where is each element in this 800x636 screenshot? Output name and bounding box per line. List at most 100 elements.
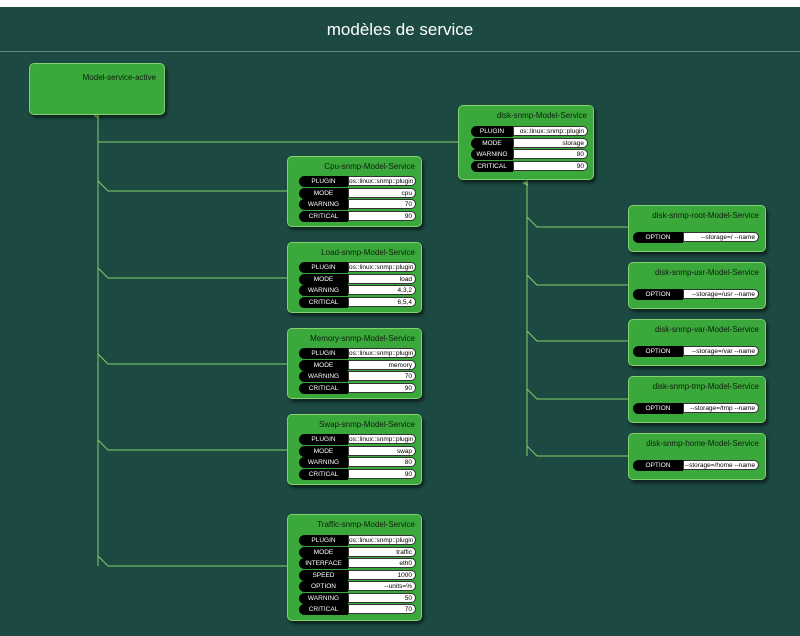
disk-usr-model-title: disk-snmp-usr-Model-Service bbox=[654, 268, 759, 277]
prop-row: OPTION--storage=/home --name bbox=[633, 460, 759, 472]
disk-usr-model-node[interactable]: disk-snmp-usr-Model-Service OPTION--stor… bbox=[628, 262, 766, 309]
connector-var-disk bbox=[526, 330, 628, 342]
prop-key: WARNING bbox=[471, 149, 513, 160]
traffic-model-title: Traffic-snmp-Model-Service bbox=[317, 520, 415, 529]
connector-cpu-to-root bbox=[97, 180, 287, 192]
prop-key: WARNING bbox=[299, 371, 348, 382]
prop-key: MODE bbox=[299, 445, 348, 457]
prop-row: OPTION--storage=/ --name bbox=[633, 232, 759, 244]
prop-value: --storage=/tmp --name bbox=[683, 403, 759, 413]
prop-value: os::linux::snmp::plugin bbox=[348, 434, 416, 444]
connector-traffic-to-root bbox=[97, 555, 287, 567]
prop-value: os::linux::snmp::plugin bbox=[513, 126, 588, 136]
prop-value: --storage=/usr --name bbox=[683, 289, 759, 299]
prop-key: CRITICAL bbox=[299, 382, 348, 394]
disk-root-props: OPTION--storage=/ --name bbox=[633, 232, 759, 244]
prop-value: memory bbox=[348, 359, 416, 370]
prop-value: swap bbox=[348, 445, 416, 456]
prop-key: CRITICAL bbox=[299, 468, 348, 480]
prop-key: WARNING bbox=[299, 199, 348, 210]
prop-row: OPTION--storage=/usr --name bbox=[633, 289, 759, 301]
connector-load-to-root bbox=[97, 267, 287, 279]
disk-home-model-node[interactable]: disk-snmp-home-Model-Service OPTION--sto… bbox=[628, 433, 766, 480]
prop-row: OPTION--storage=/var --name bbox=[633, 346, 759, 358]
prop-key: INTERFACE bbox=[299, 558, 348, 569]
memory-model-title: Memory-snmp-Model-Service bbox=[310, 334, 415, 343]
prop-key: PLUGIN bbox=[299, 262, 348, 273]
prop-key: MODE bbox=[471, 137, 513, 149]
prop-key: OPTION bbox=[633, 232, 683, 243]
prop-value: --storage=/var --name bbox=[683, 346, 759, 356]
disk-tmp-props: OPTION--storage=/tmp --name bbox=[633, 403, 759, 415]
disk-var-model-node[interactable]: disk-snmp-var-Model-Service OPTION--stor… bbox=[628, 319, 766, 366]
prop-key: CRITICAL bbox=[299, 604, 348, 615]
prop-value: 90 bbox=[348, 468, 416, 479]
prop-value: 80 bbox=[513, 149, 588, 159]
prop-value: os::linux::snmp::plugin bbox=[348, 262, 416, 272]
prop-key: CRITICAL bbox=[299, 296, 348, 308]
prop-value: storage bbox=[513, 137, 588, 148]
load-model-title: Load-snmp-Model-Service bbox=[321, 248, 415, 257]
prop-key: OPTION bbox=[633, 403, 683, 414]
root-model-node[interactable]: Model-service-active bbox=[29, 63, 165, 115]
prop-value: 6,5,4 bbox=[348, 296, 416, 307]
connector-home-disk bbox=[526, 445, 628, 457]
window-top-bar bbox=[0, 0, 800, 7]
swap-model-title: Swap-snmp-Model-Service bbox=[318, 420, 415, 429]
prop-key: CRITICAL bbox=[471, 160, 513, 172]
prop-key: CRITICAL bbox=[299, 210, 348, 222]
prop-key: SPEED bbox=[299, 569, 348, 581]
prop-value: 50 bbox=[348, 592, 416, 603]
prop-key: OPTION bbox=[299, 581, 348, 592]
prop-value: 90 bbox=[348, 210, 416, 221]
disk-model-title: disk-snmp-Model-Service bbox=[496, 111, 587, 120]
connector-tmp-disk bbox=[526, 388, 628, 400]
prop-value: traffic bbox=[348, 546, 416, 557]
prop-key: WARNING bbox=[299, 592, 348, 604]
prop-row: OPTION--storage=/tmp --name bbox=[633, 403, 759, 415]
prop-key: PLUGIN bbox=[471, 126, 513, 137]
prop-value: 90 bbox=[348, 382, 416, 393]
root-model-title: Model-service-active bbox=[82, 73, 156, 82]
prop-value: load bbox=[348, 273, 416, 284]
disk-root-model-title: disk-snmp-root-Model-Service bbox=[652, 211, 759, 220]
prop-value: 90 bbox=[513, 160, 588, 171]
prop-key: PLUGIN bbox=[299, 434, 348, 445]
prop-value: 4,3,2 bbox=[348, 285, 416, 295]
disk-root-model-node[interactable]: disk-snmp-root-Model-Service OPTION--sto… bbox=[628, 205, 766, 252]
disk-tmp-model-title: disk-snmp-tmp-Model-Service bbox=[652, 382, 759, 391]
prop-key: OPTION bbox=[633, 346, 683, 357]
prop-key: PLUGIN bbox=[299, 535, 348, 546]
prop-key: MODE bbox=[299, 546, 348, 558]
disk-usr-props: OPTION--storage=/usr --name bbox=[633, 289, 759, 301]
prop-value: 70 bbox=[348, 199, 416, 209]
prop-row: OPTION--units=% bbox=[299, 581, 416, 593]
disk-tmp-model-node[interactable]: disk-snmp-tmp-Model-Service OPTION--stor… bbox=[628, 376, 766, 423]
